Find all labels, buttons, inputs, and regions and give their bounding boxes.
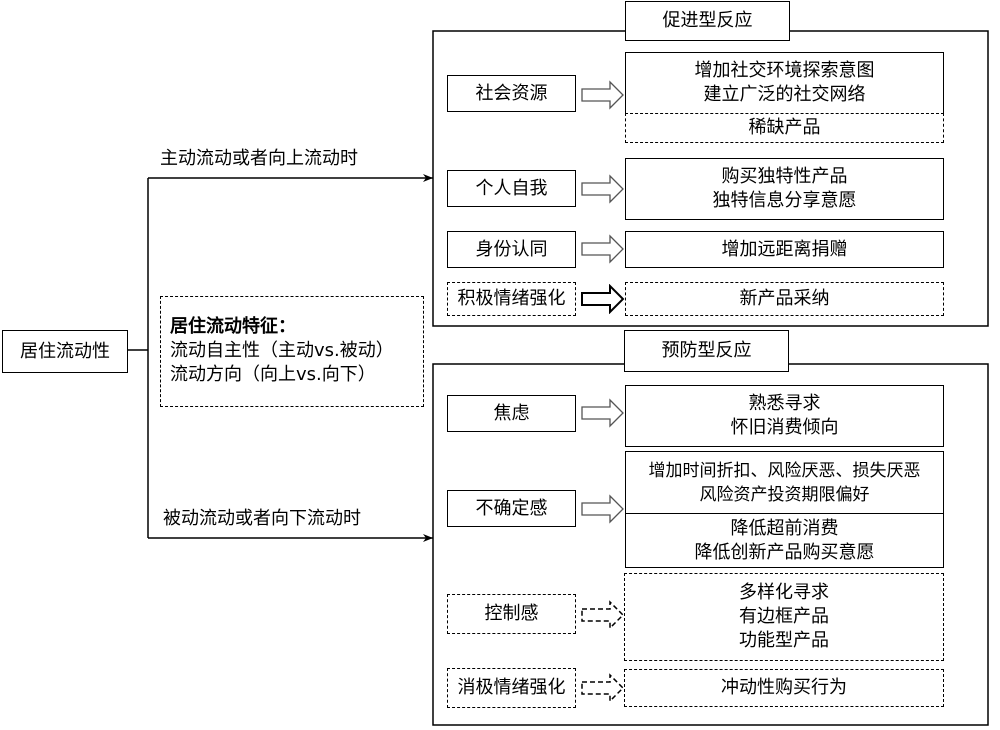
effect-line: 增加远距离捐赠 — [721, 238, 848, 260]
effect-line: 增加社交环境探索意图 — [694, 60, 875, 81]
effect-line: 风险资产投资期限偏好 — [699, 484, 870, 505]
effect-anxiety: 熟悉寻求 怀旧消费倾向 — [625, 385, 944, 447]
effect-line: 有边框产品 — [739, 606, 829, 627]
effect-control: 多样化寻求 有边框产品 功能型产品 — [624, 573, 944, 661]
hollow-arrow-icon — [581, 398, 624, 428]
upper-branch-label: 主动流动或者向上流动时 — [160, 148, 358, 169]
cause-negative-emotion: 消极情绪强化 — [447, 668, 576, 708]
lower-branch-label: 被动流动或者向下流动时 — [163, 508, 361, 529]
effect-line: 降低创新产品购买意愿 — [694, 541, 875, 563]
cause-label: 消极情绪强化 — [457, 677, 566, 698]
cause-uncertainty: 不确定感 — [447, 490, 576, 527]
effect-positive-emotion: 新产品采纳 — [625, 282, 944, 316]
hollow-arrow-icon — [581, 80, 624, 110]
dashed-arrow-icon — [581, 600, 625, 630]
effect-line: 增加时间折扣、风险厌恶、损失厌恶 — [648, 460, 921, 481]
cause-label: 不确定感 — [475, 497, 548, 519]
mobility-features-box: 居住流动特征： 流动自主性（主动vs.被动） 流动方向（向上vs.向下） — [160, 296, 424, 407]
cause-positive-emotion: 积极情绪强化 — [447, 282, 576, 316]
cause-control: 控制感 — [447, 594, 576, 634]
cause-label: 社会资源 — [475, 82, 548, 104]
prevention-title: 预防型反应 — [624, 330, 789, 372]
effect-line: 功能型产品 — [739, 630, 829, 651]
hollow-arrow-icon — [581, 174, 624, 204]
effect-identity: 增加远距离捐赠 — [625, 231, 944, 268]
cause-personal-self: 个人自我 — [447, 170, 576, 207]
hollow-arrow-icon — [581, 234, 624, 264]
effect-line: 熟悉寻求 — [748, 393, 821, 414]
cause-social-resources: 社会资源 — [447, 75, 576, 112]
promotion-title-text: 促进型反应 — [662, 10, 753, 31]
dashed-arrow-icon — [581, 673, 625, 703]
cause-label: 身份认同 — [475, 238, 548, 260]
effect-scarce-products: 稀缺产品 — [625, 113, 944, 143]
effect-line: 建立广泛的社交网络 — [703, 84, 866, 105]
cause-label: 个人自我 — [475, 177, 548, 199]
hollow-arrow-icon — [581, 284, 625, 314]
promotion-title: 促进型反应 — [625, 1, 790, 41]
cause-anxiety: 焦虑 — [447, 395, 576, 432]
effect-line: 冲动性购买行为 — [721, 677, 847, 698]
cause-identity: 身份认同 — [447, 231, 576, 268]
effect-line: 独特信息分享意愿 — [712, 190, 857, 211]
effect-line: 多样化寻求 — [739, 582, 829, 603]
effect-line: 怀旧消费倾向 — [730, 417, 839, 438]
cause-label: 积极情绪强化 — [457, 288, 566, 309]
features-line: 流动方向（向上vs.向下） — [170, 364, 376, 385]
cause-label: 焦虑 — [493, 402, 530, 424]
effect-line: 降低超前消费 — [730, 517, 839, 539]
cause-label: 控制感 — [484, 603, 539, 624]
effect-line: 购买独特性产品 — [721, 166, 848, 187]
effect-line: 新产品采纳 — [739, 288, 830, 309]
effect-negative-emotion: 冲动性购买行为 — [624, 669, 944, 707]
prevention-title-text: 预防型反应 — [661, 340, 752, 361]
effect-uncertainty-b: 降低超前消费 降低创新产品购买意愿 — [625, 513, 944, 568]
hollow-arrow-icon — [581, 494, 624, 524]
features-title: 居住流动特征： — [170, 316, 296, 337]
effect-social-resources: 增加社交环境探索意图 建立广泛的社交网络 — [625, 52, 944, 114]
effect-uncertainty-a: 增加时间折扣、风险厌恶、损失厌恶 风险资产投资期限偏好 — [625, 451, 944, 514]
features-line: 流动自主性（主动vs.被动） — [170, 340, 394, 361]
effect-personal-self: 购买独特性产品 独特信息分享意愿 — [625, 158, 944, 220]
root-node: 居住流动性 — [2, 330, 128, 373]
effect-line: 稀缺产品 — [748, 117, 821, 138]
root-label: 居住流动性 — [20, 340, 110, 362]
